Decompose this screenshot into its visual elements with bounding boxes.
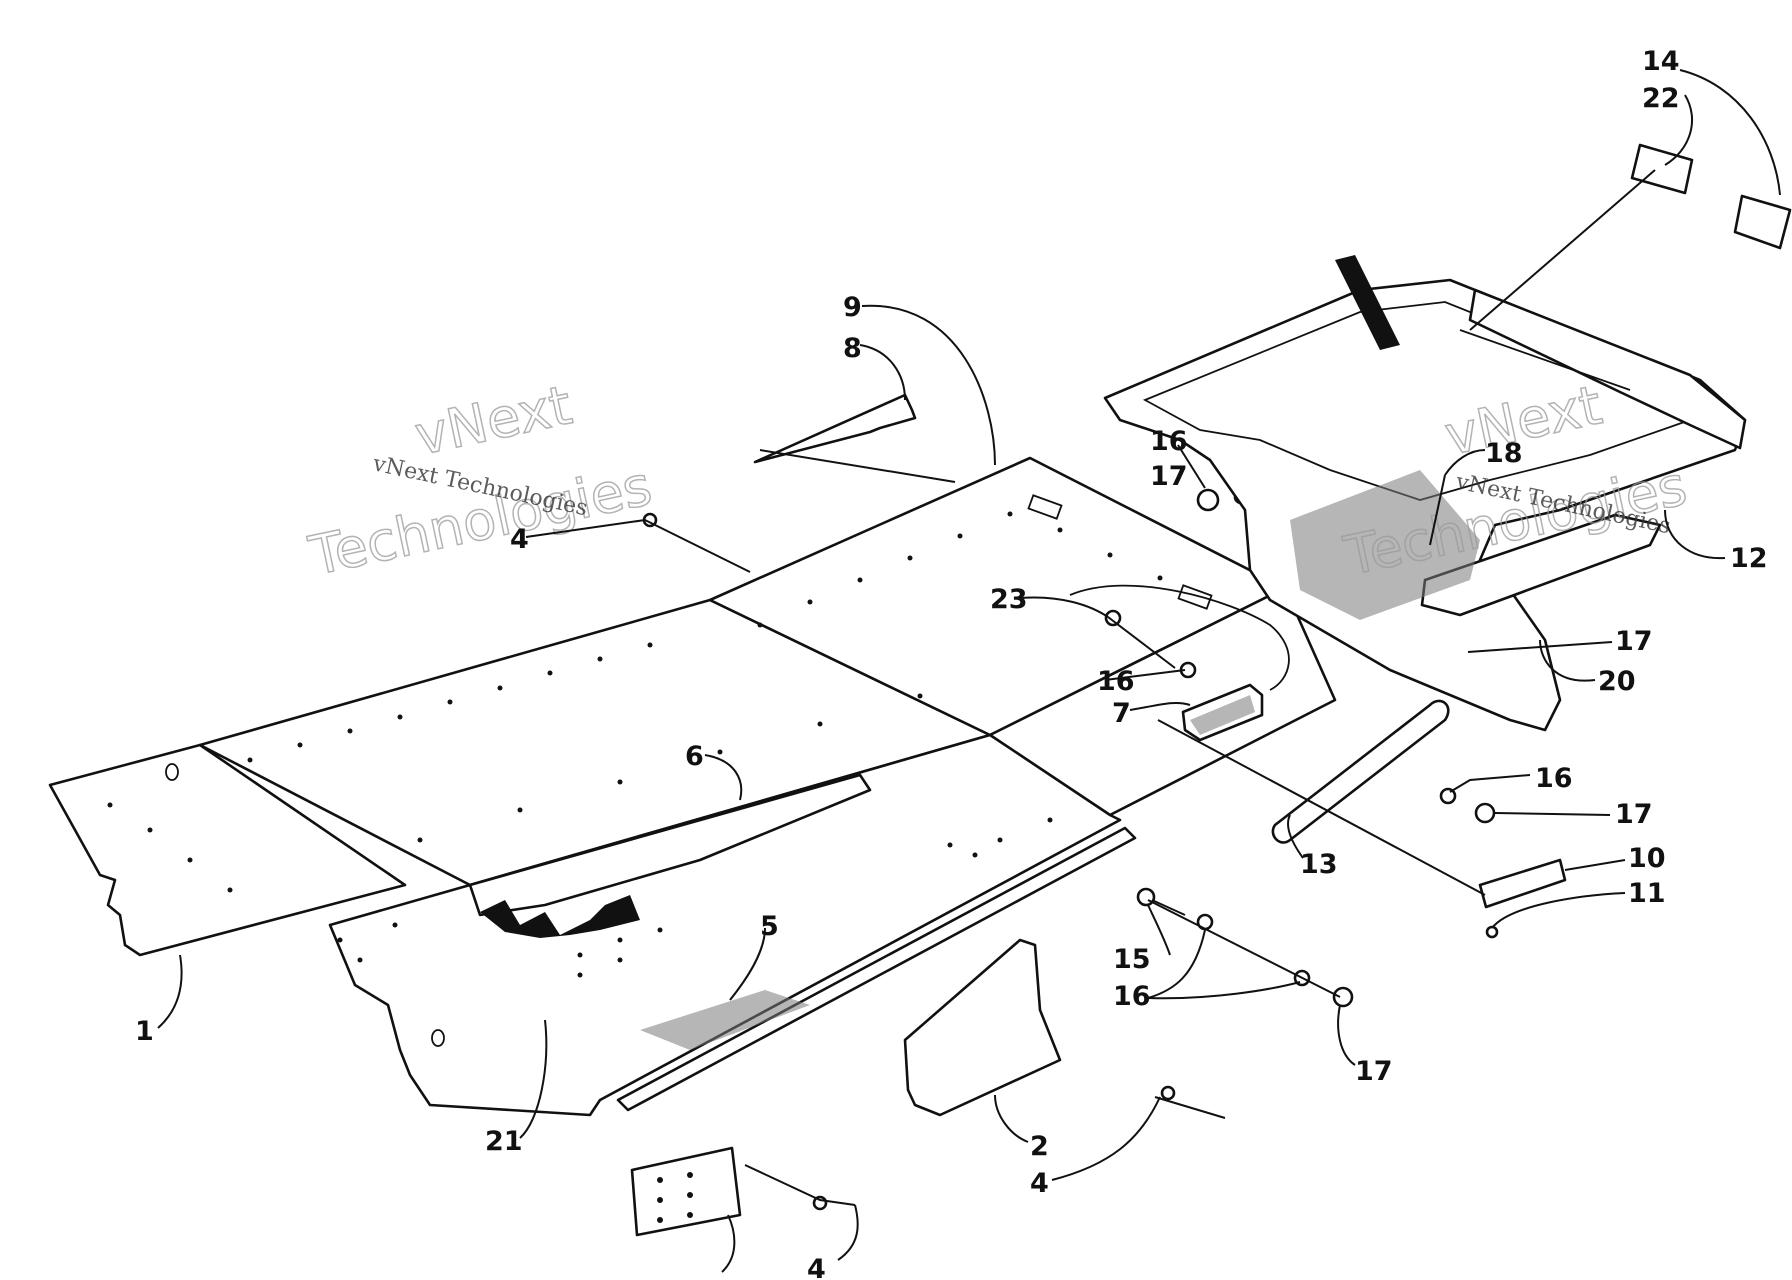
callout-11: 11 xyxy=(1628,878,1666,909)
footrest-plate xyxy=(630,1146,742,1237)
nut-17-bottom xyxy=(1332,986,1354,1008)
callout-labels: 1 2 4 4 4 5 6 7 8 9 10 11 12 13 14 15 16… xyxy=(135,46,1768,1280)
rear-bumper-assembly xyxy=(1103,255,1747,732)
callout-16-top: 16 xyxy=(1150,426,1188,457)
running-board-rail xyxy=(616,826,1137,1112)
callout-20: 20 xyxy=(1598,666,1636,697)
license-plate-bracket xyxy=(1478,858,1567,909)
flap-seam xyxy=(199,744,406,886)
callout-22: 22 xyxy=(1642,83,1680,114)
decal-triangle xyxy=(753,393,917,464)
callout-4-bottom: 4 xyxy=(807,1254,826,1280)
washer-16-right xyxy=(1439,787,1457,805)
nut-17-lower-right xyxy=(1474,802,1496,824)
side-decal-stripe xyxy=(468,773,872,917)
deck-latch-rear xyxy=(1027,494,1063,520)
decal-plate-22 xyxy=(1630,143,1694,195)
footrest-plate-holes xyxy=(657,1172,693,1223)
callout-17-right: 17 xyxy=(1615,799,1653,830)
bumper-inner-edge xyxy=(1142,301,1692,501)
callout-15: 15 xyxy=(1113,944,1151,975)
rivet-pattern xyxy=(107,511,1163,978)
leader-lines xyxy=(157,69,1781,1273)
running-board-traction-pad xyxy=(640,990,810,1050)
callout-17-bottom: 17 xyxy=(1355,1056,1393,1087)
callout-16-bottom: 16 xyxy=(1113,981,1151,1012)
callout-8: 8 xyxy=(843,333,862,364)
mounting-bracket xyxy=(903,938,1062,1117)
callout-5: 5 xyxy=(760,911,779,942)
washer-23 xyxy=(1104,609,1122,627)
bumper-grip-bar xyxy=(1468,288,1747,450)
callout-16-right: 16 xyxy=(1535,763,1573,794)
callout-10: 10 xyxy=(1628,843,1666,874)
checkered-flag-decal xyxy=(480,895,640,938)
callout-18: 18 xyxy=(1485,438,1523,469)
callout-4-top: 4 xyxy=(510,524,529,555)
callout-12: 12 xyxy=(1730,543,1768,574)
bumper-step-pad xyxy=(1420,513,1662,617)
nut-17-upper xyxy=(1196,488,1220,512)
callout-13: 13 xyxy=(1300,849,1338,880)
watermark-line1: vNext xyxy=(410,373,577,467)
callout-17-top: 17 xyxy=(1150,461,1188,492)
rivet-11 xyxy=(1485,925,1499,939)
callout-17-mid-right: 17 xyxy=(1615,626,1653,657)
callout-2: 2 xyxy=(1030,1131,1049,1162)
callout-7: 7 xyxy=(1112,698,1131,729)
callout-16-mid: 16 xyxy=(1097,666,1135,697)
callout-6: 6 xyxy=(685,741,704,772)
panel-seam xyxy=(709,599,991,736)
screw-4-mid xyxy=(1160,1085,1176,1101)
callout-9: 9 xyxy=(843,292,862,323)
callout-23: 23 xyxy=(990,584,1028,615)
flap-slot xyxy=(165,763,179,781)
grab-handle-rod xyxy=(1271,699,1450,844)
watermark-left: vNext Technologies vNext Technologies xyxy=(303,373,658,589)
side-wall-slot xyxy=(431,1029,445,1047)
tunnel-assembly xyxy=(48,456,1337,1117)
callout-1: 1 xyxy=(135,1016,154,1047)
cable-hose xyxy=(1069,584,1290,691)
callout-14: 14 xyxy=(1642,46,1680,77)
callout-21: 21 xyxy=(485,1126,523,1157)
decal-plate-14 xyxy=(1733,194,1792,250)
callout-4-mid: 4 xyxy=(1030,1168,1049,1199)
